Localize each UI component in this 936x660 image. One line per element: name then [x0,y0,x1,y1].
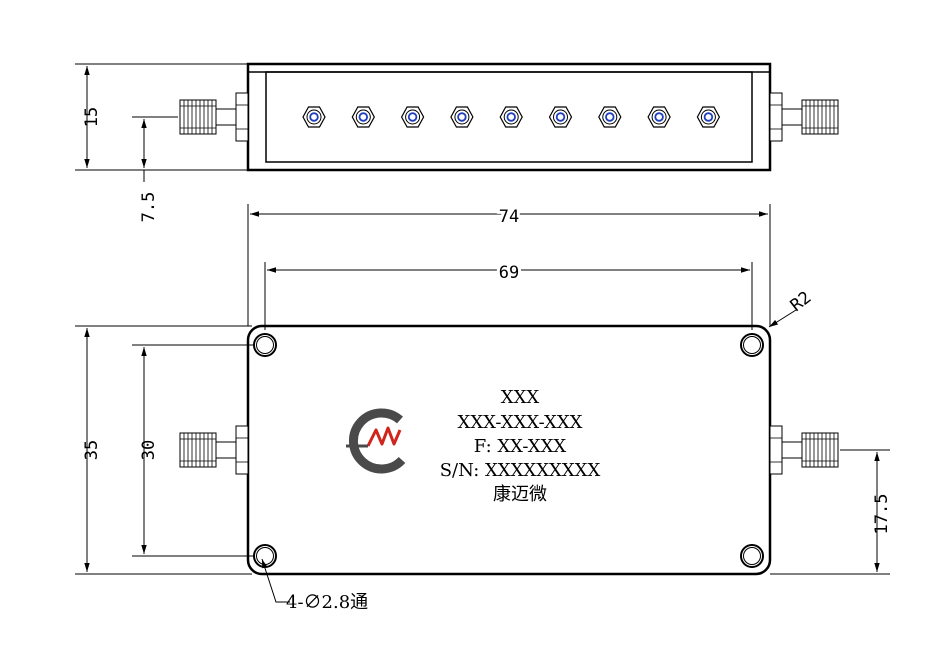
dim-top-height: 15 [82,107,102,127]
sma-connector-icon [769,92,839,142]
horizontal-dimensions: 74 69 R2 [247,204,815,330]
dim-connector-height: 17.5 [872,494,892,535]
tuning-screw-icon [696,106,721,128]
mounting-hole-icon [253,333,277,357]
dim-hole-spacing-y: 30 [139,440,159,460]
mounting-hole-icon [740,333,764,357]
dim-top-center: 7.5 [139,192,159,223]
label-manufacturer: 康迈微 [493,484,547,505]
tuning-screw-icon [597,106,622,128]
label-serial-number: S/N: XXXXXXXXX [440,460,601,481]
label-frequency: F: XX-XXX [474,436,567,457]
top-view: 15 7.5 [75,62,839,223]
tuning-screw-icon [548,106,573,128]
label-part-number: XXX-XXX-XXX [458,412,583,433]
mounting-hole-icon [253,544,277,568]
dim-hole-spacing-x: 69 [499,263,519,283]
dim-body-height: 35 [82,440,102,460]
tuning-screw-icon [400,106,425,128]
sma-connector-icon [179,425,249,475]
top-view-cover [265,71,753,163]
tuning-screw-icon [449,106,474,128]
tuning-screw-icon [302,106,326,128]
dim-corner-radius: R2 [787,288,815,316]
company-logo-icon [346,408,406,474]
dim-overall-length: 74 [499,207,519,227]
tuning-screw-row [302,106,721,128]
dim-mounting-holes: 4-∅2.8通 [286,592,368,613]
label-model: XXX [501,387,540,408]
tuning-screw-icon [351,106,376,128]
sma-connector-icon [769,425,839,475]
mounting-hole-icon [740,544,764,568]
front-view: XXX XXX-XXX-XXX F: XX-XXX S/N: XXXXXXXXX… [75,324,892,613]
tuning-screw-icon [499,106,524,128]
sma-connector-icon [179,92,249,142]
tuning-screw-icon [647,106,671,128]
